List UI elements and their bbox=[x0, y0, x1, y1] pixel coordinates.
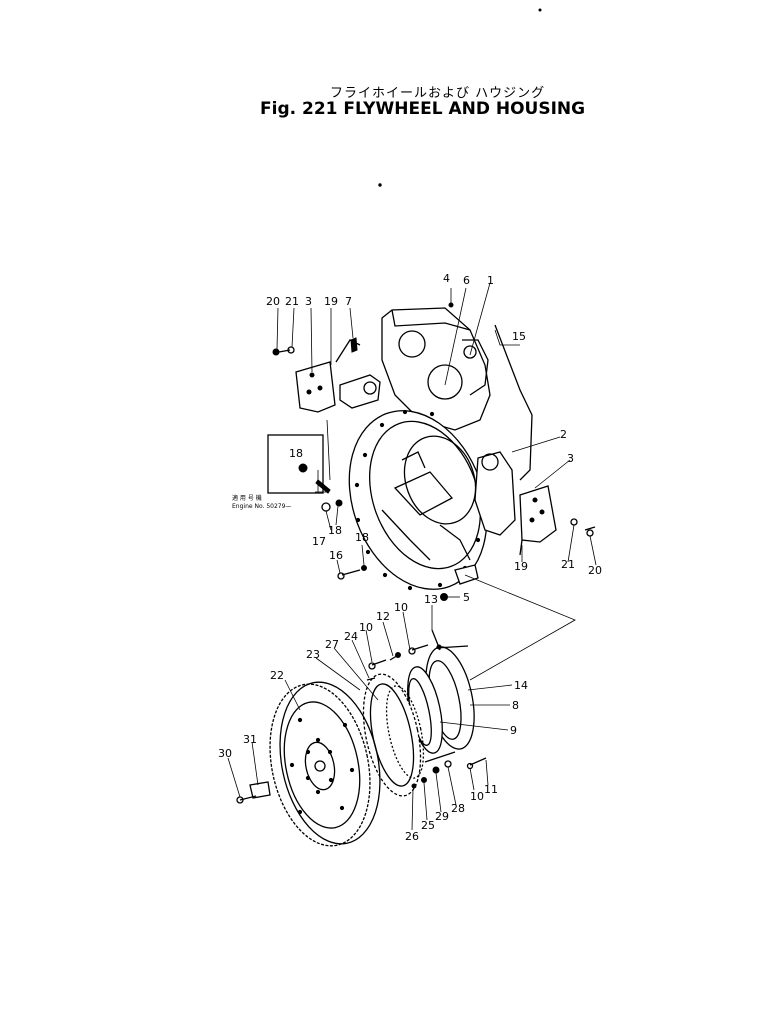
callout-7: 7 bbox=[345, 295, 352, 308]
callout-27: 27 bbox=[325, 638, 339, 651]
callout-5: 5 bbox=[463, 591, 470, 604]
speck bbox=[378, 183, 382, 187]
oil-seal-assembly bbox=[407, 629, 475, 763]
callout-4: 4 bbox=[443, 272, 450, 285]
callout-22: 22 bbox=[270, 669, 284, 682]
callout-19-left: 19 bbox=[324, 295, 338, 308]
leader-lines bbox=[227, 282, 597, 831]
callout-17: 17 bbox=[312, 535, 326, 548]
callout-24: 24 bbox=[344, 630, 358, 643]
callout-21-right: 21 bbox=[561, 558, 575, 571]
callout-19-right: 19 bbox=[514, 560, 528, 573]
title-japanese: フライホイールおよび ハウジング bbox=[330, 86, 546, 101]
callout-11: 11 bbox=[484, 783, 498, 796]
callout-13: 13 bbox=[424, 593, 438, 606]
callout-8: 8 bbox=[512, 699, 519, 712]
callout-18-mid: 18 bbox=[328, 524, 342, 537]
left-bracket bbox=[295, 339, 381, 413]
callout-20-left: 20 bbox=[266, 295, 280, 308]
ring-gear bbox=[362, 673, 425, 797]
callout-12: 12 bbox=[376, 610, 390, 623]
inset-label-jp: 適 用 号 機 bbox=[232, 494, 262, 502]
callout-23: 23 bbox=[306, 648, 320, 661]
callout-3-right: 3 bbox=[567, 452, 574, 465]
callout-15: 15 bbox=[512, 330, 526, 343]
callout-10-upper: 10 bbox=[394, 601, 408, 614]
callout-31: 31 bbox=[243, 733, 257, 746]
inset-label-engine-no: Engine No. 50279— bbox=[232, 503, 291, 510]
small-parts bbox=[272, 302, 596, 601]
inset-box: 適 用 号 機 Engine No. 50279— bbox=[232, 434, 331, 510]
callout-28: 28 bbox=[451, 802, 465, 815]
callout-30: 30 bbox=[218, 747, 232, 760]
callout-16: 16 bbox=[329, 549, 343, 562]
callout-10-bottom: 10 bbox=[470, 790, 484, 803]
callout-numbers: 4 6 1 15 20 21 3 19 7 2 3 19 21 20 18 18… bbox=[218, 272, 602, 843]
callout-29: 29 bbox=[435, 810, 449, 823]
callout-26: 26 bbox=[405, 830, 419, 843]
callout-14: 14 bbox=[514, 679, 528, 692]
callout-3-left: 3 bbox=[305, 295, 312, 308]
flywheel bbox=[236, 681, 381, 847]
callout-2: 2 bbox=[560, 428, 567, 441]
callout-1: 1 bbox=[487, 274, 494, 287]
callout-9: 9 bbox=[510, 724, 517, 737]
figure-title: Fig. 221 FLYWHEEL AND HOUSING bbox=[260, 99, 586, 119]
callout-6: 6 bbox=[463, 274, 470, 287]
callout-18-inset: 18 bbox=[289, 447, 303, 460]
callout-18-low: 18 bbox=[355, 531, 369, 544]
callout-21-left: 21 bbox=[285, 295, 299, 308]
callout-20-right: 20 bbox=[588, 564, 602, 577]
callout-25: 25 bbox=[421, 819, 435, 832]
right-bracket bbox=[519, 485, 557, 556]
callout-10-lower: 10 bbox=[359, 621, 373, 634]
speck bbox=[538, 8, 542, 12]
flywheel-housing bbox=[348, 307, 533, 591]
